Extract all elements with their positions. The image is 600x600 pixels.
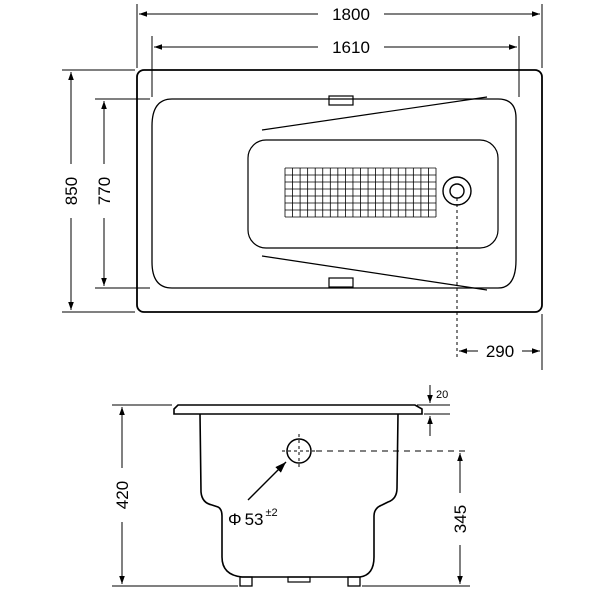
tub-inner-basin [151,98,517,289]
headrest-line-upper [261,96,488,131]
dim-rim-thickness-label: 20 [436,389,448,401]
dim-drain-height-label: 345 [451,505,470,533]
drain-inner-ring [449,183,465,199]
diameter-value: 53 [245,510,264,529]
dim-drain-offset-label: 290 [486,342,514,361]
dim-overall-width-label: 850 [62,177,81,205]
tub-drain-outlet [287,576,311,583]
diameter-leader-arrow [247,461,287,501]
tub-floor-recess [247,139,499,249]
dim-height-label: 420 [113,481,132,509]
drain-side-circle [286,438,312,464]
tub-outer-rim [136,69,543,313]
tub-foot-right [347,576,361,587]
anti-slip-mat-grid [284,167,437,218]
tub-side-rim [173,404,423,415]
dim-inner-width-label: 770 [95,177,114,205]
tub-foot-left [239,576,253,587]
top-view: 1800 1610 850 770 290 [62,4,543,370]
handle-top [328,95,354,106]
headrest-line-lower [261,255,488,291]
diameter-tolerance: ±2 [266,507,278,519]
dim-overall-length-label: 1800 [332,5,370,24]
diameter-symbol: Φ [228,510,242,529]
dim-inner-length-label: 1610 [332,38,370,57]
handle-bottom [328,277,354,288]
